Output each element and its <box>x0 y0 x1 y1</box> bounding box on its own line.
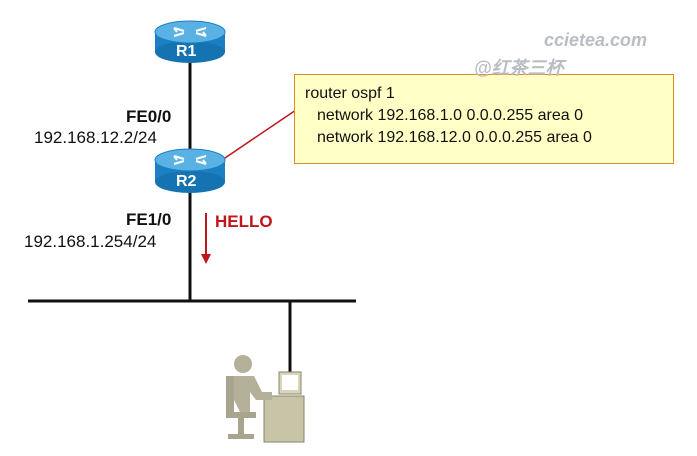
interface-fe10-ip: 192.168.1.254/24 <box>24 232 157 251</box>
router-r1-icon <box>154 20 226 63</box>
interface-fe10-name: FE1/0 <box>126 210 172 229</box>
router-r1-label: R1 <box>176 43 197 60</box>
config-line-1: router ospf 1 <box>305 85 395 102</box>
config-line-2: network 192.168.1.0 0.0.0.255 area 0 <box>317 107 583 124</box>
callout-pointer <box>221 109 297 161</box>
hello-arrow <box>201 213 211 264</box>
hello-label: HELLO <box>215 212 273 231</box>
watermark-brand: @红茶三杯 <box>474 58 564 78</box>
ospf-config-callout: router ospf 1 network 192.168.1.0 0.0.0.… <box>294 74 674 164</box>
router-r2-label: R2 <box>176 173 197 190</box>
pc-user-icon <box>226 355 305 443</box>
watermark-site: ccietea.com <box>544 30 648 50</box>
interface-fe00-ip: 192.168.12.2/24 <box>34 128 157 147</box>
router-r2-icon <box>154 148 226 193</box>
interface-fe00-name: FE0/0 <box>126 107 172 126</box>
config-line-3: network 192.168.12.0 0.0.0.255 area 0 <box>317 129 592 146</box>
